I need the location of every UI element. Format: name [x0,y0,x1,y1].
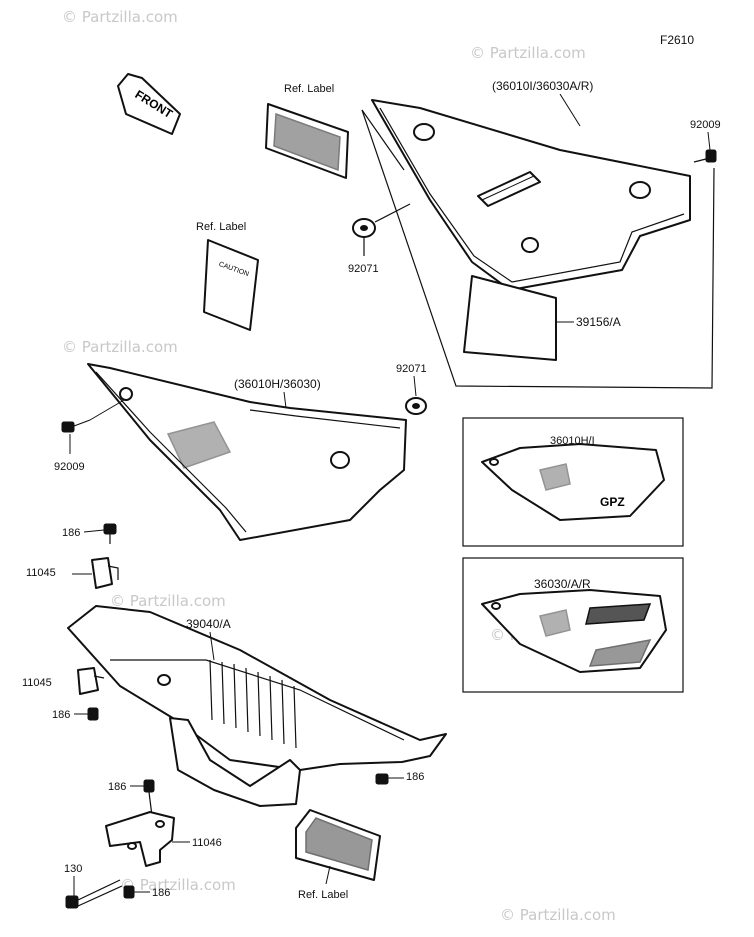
part-92009-top: 92009 [690,119,721,131]
part-92071-top: 92071 [348,263,379,275]
part-39040: 39040/A [186,617,231,631]
part-39156: 39156/A [576,315,621,329]
part-92009-left: 92009 [54,461,85,473]
ref-label-top: Ref. Label [284,83,334,95]
bolt-186-d-icon [375,773,389,785]
part-186-e: 186 [152,887,170,899]
chain-guard-39040 [67,605,447,807]
ref-label-plate-bottom [295,809,381,881]
right-cover-frame [361,109,715,389]
clip-11045-b-icon [77,667,105,695]
part-11045-a: 11045 [26,567,56,579]
bolt-186-e-icon [123,885,135,899]
watermark: © Partzilla.com [62,8,178,26]
ref-label-sticker: CAUTION [203,239,259,331]
watermarks: © Partzilla.com © Partzilla.com © Partzi… [62,8,616,924]
ref-label-plate-top [265,103,349,179]
bolt-186-a-icon [103,523,117,544]
bolt-186-b-icon [87,707,99,721]
bolt-130-icon [65,879,123,909]
grommet-92071-mid-icon [405,397,427,415]
emblem-text: GPZ [600,495,625,509]
clip-11045-a-icon [91,557,119,589]
bolt-92009-top-icon [693,149,717,163]
watermark: © Partzilla.com [110,592,226,610]
part-11045-b: 11045 [22,677,52,689]
inset-2-label: 36030/A/R [534,577,591,591]
ref-label-bottom: Ref. Label [298,889,348,901]
cover-left-label: (36010H/36030) [234,377,321,391]
inset-1-label: 36010H/I [550,435,595,447]
watermark: © Partzilla.com [470,44,586,62]
part-130: 130 [64,863,82,875]
figure-code: F2610 [660,33,694,47]
grommet-92071-top-icon [352,218,376,238]
emblem-plate-39156 [463,275,557,361]
part-186-a: 186 [62,527,80,539]
inset-box-36010HI: GPZ [462,417,684,547]
bracket-11046 [105,811,175,867]
part-186-c: 186 [108,781,126,793]
guard-ribs [209,659,297,749]
bolt-92009-left-icon [61,419,91,433]
right-side-cover [371,99,691,291]
watermark: © Partzilla.com [62,338,178,356]
cover-right-label: (36010I/36030A/R) [492,79,593,93]
part-92071-mid: 92071 [396,363,427,375]
watermark: © Partzilla.com [500,906,616,924]
bolt-186-c-icon [143,779,155,817]
inset-box-36030AR [462,557,684,693]
front-arrow-icon: FRONT [117,73,181,135]
part-11046: 11046 [192,837,222,849]
left-side-cover [87,363,407,541]
part-186-d: 186 [406,771,424,783]
watermark: © Partzilla.com [120,876,236,894]
ref-label-mid: Ref. Label [196,221,246,233]
part-186-b: 186 [52,709,70,721]
